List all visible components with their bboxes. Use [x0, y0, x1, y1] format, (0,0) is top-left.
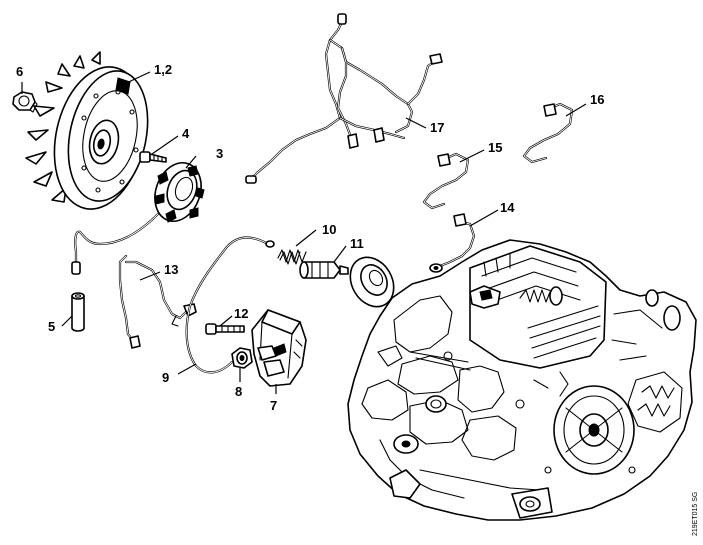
part-engine-crankcase [347, 239, 697, 521]
callout-labels: 1,2 3 4 5 6 7 8 9 10 11 12 13 14 15 16 1… [16, 62, 604, 413]
callout-7: 7 [270, 398, 277, 413]
callout-8: 8 [235, 384, 242, 399]
stator-lead-wire [71, 212, 160, 275]
part-flywheel [25, 51, 149, 210]
drawing-code: 219ET015 SG [692, 492, 699, 536]
callout-13: 13 [164, 262, 178, 277]
part-wire-clip-15 [422, 152, 470, 210]
callout-3: 3 [216, 146, 223, 161]
part-screw-12 [205, 323, 245, 335]
callout-12: 12 [234, 306, 248, 321]
callout-9: 9 [162, 370, 169, 385]
part-short-circuit-wire [118, 254, 197, 349]
part-nut [12, 91, 38, 113]
callout-16: 16 [590, 92, 604, 107]
part-ignition-lead [185, 236, 275, 374]
part-terminal [299, 261, 349, 279]
part-screw [139, 151, 167, 163]
part-spark-plug-boot [231, 347, 253, 369]
callout-15: 15 [488, 140, 502, 155]
callout-14: 14 [500, 200, 515, 215]
callout-5: 5 [48, 319, 55, 334]
callout-1-2: 1,2 [154, 62, 172, 77]
part-ignition-module [251, 309, 307, 387]
callout-6: 6 [16, 64, 23, 79]
callout-17: 17 [430, 120, 444, 135]
part-ground-wire [429, 213, 476, 273]
callout-4: 4 [182, 126, 190, 141]
part-wiring-harness [245, 13, 443, 184]
part-wire-clip-16 [522, 102, 574, 164]
callout-11: 11 [350, 236, 364, 251]
part-sleeve [71, 292, 85, 332]
part-rubber-boot [349, 256, 395, 308]
callout-10: 10 [322, 222, 336, 237]
part-spring [277, 249, 307, 265]
part-stator [154, 162, 205, 223]
leader-lines [21, 71, 587, 394]
